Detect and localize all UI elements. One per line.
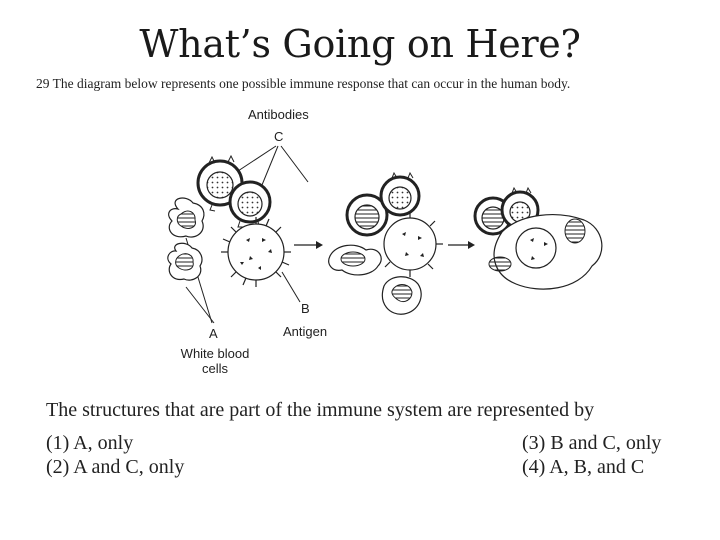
label-antigen: Antigen [283,324,327,339]
stage-2-antigen [384,211,443,277]
label-white-blood-line2: cells [170,361,260,376]
antibody-cell-c-right [230,182,270,227]
label-white-blood-line1: White blood [170,346,260,361]
white-blood-cell-a-top [169,198,204,237]
question-prompt: The structures that are part of the immu… [46,399,594,422]
label-b: B [301,301,310,316]
option-1: (1) A, only [46,432,133,455]
label-antibodies: Antibodies [248,107,309,122]
arrow-right-2 [448,241,475,249]
option-2: (2) A and C, only [46,456,184,479]
label-c: C [274,129,283,144]
white-blood-cell-a-bottom [168,243,202,280]
option-4: (4) A, B, and C [522,456,644,479]
arrow-right-1 [294,241,323,249]
antigen-b [221,217,291,287]
label-a: A [209,326,218,341]
label-white-blood-cells: White blood cells [170,346,260,376]
option-3: (3) B and C, only [522,432,661,455]
